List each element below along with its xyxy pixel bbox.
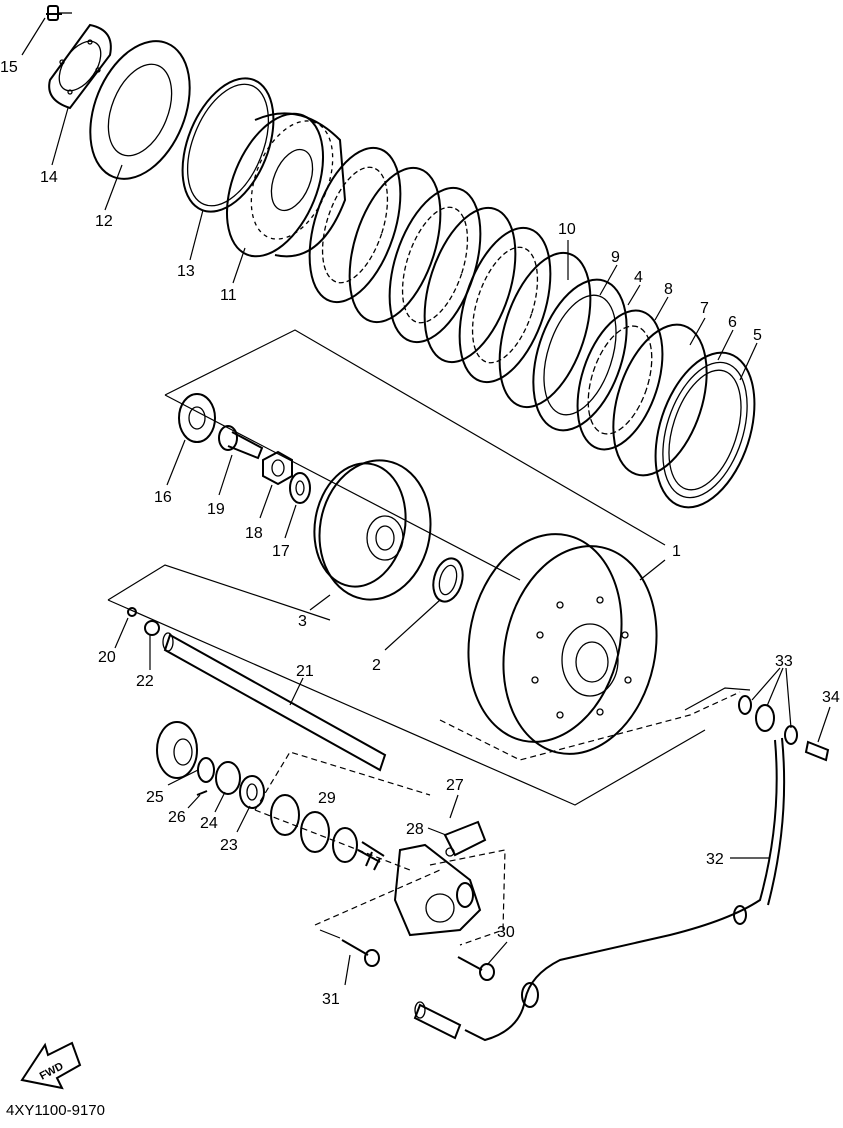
callout-24: 24 <box>200 815 218 832</box>
clutch-plate-stack <box>308 146 592 409</box>
callout-22: 22 <box>136 673 154 690</box>
callout-7: 7 <box>700 300 709 317</box>
callout-12: 12 <box>95 213 113 230</box>
boss-3 <box>313 459 432 601</box>
bolt-15 <box>46 5 72 21</box>
ball-22 <box>144 620 160 636</box>
callout-31: 31 <box>322 991 340 1008</box>
callout-9: 9 <box>611 249 620 266</box>
callout-labels: 1 2 3 4 5 6 7 8 9 10 11 12 13 14 15 16 1… <box>0 59 840 1008</box>
slave-cylinder-27 <box>393 843 482 937</box>
gasket-12 <box>89 40 191 180</box>
callout-11: 11 <box>220 287 237 304</box>
callout-29: 29 <box>318 790 336 807</box>
callout-27: 27 <box>446 777 464 794</box>
callout-20: 20 <box>98 649 116 666</box>
ring-13 <box>181 77 275 213</box>
plates-10-to-5 <box>532 278 756 509</box>
callout-21: 21 <box>296 663 314 680</box>
callout-32: 32 <box>706 851 724 868</box>
callout-5: 5 <box>753 327 762 344</box>
clutch-housing-1 <box>467 533 658 755</box>
bolt-31 <box>341 939 380 967</box>
callout-13: 13 <box>177 263 195 280</box>
callout-26: 26 <box>168 809 186 826</box>
callout-28: 28 <box>406 821 424 838</box>
callout-8: 8 <box>664 281 673 298</box>
plate-14 <box>48 23 112 110</box>
callout-6: 6 <box>728 314 737 331</box>
callout-4: 4 <box>634 269 643 286</box>
callout-34: 34 <box>822 689 840 706</box>
oring-26-24-23 <box>196 757 265 809</box>
bearing-16 <box>178 393 216 443</box>
callout-15: 15 <box>0 59 18 76</box>
fwd-arrow-icon: FWD <box>20 1041 82 1090</box>
washer-17 <box>289 472 311 504</box>
hose-32 <box>413 737 786 1042</box>
diagram-code: 4XY1100-9170 <box>6 1102 105 1119</box>
seal-25 <box>156 721 198 779</box>
callout-1: 1 <box>672 543 681 560</box>
bracket-28 <box>443 820 487 857</box>
callout-16: 16 <box>154 489 172 506</box>
assembly-guide-lines <box>107 329 751 946</box>
callout-19: 19 <box>207 501 225 518</box>
piston-kit-29 <box>270 794 385 871</box>
callout-33: 33 <box>775 653 793 670</box>
callout-30: 30 <box>497 924 515 941</box>
callout-10: 10 <box>558 221 576 238</box>
push-rod-21 <box>162 632 387 772</box>
nut-18 <box>262 450 293 486</box>
bolt-19 <box>218 425 264 460</box>
leader-lines <box>21 17 831 986</box>
bolt-34 <box>804 740 830 762</box>
bolt-30 <box>457 956 495 981</box>
oring-20 <box>127 607 137 617</box>
callout-2: 2 <box>372 657 381 674</box>
callout-25: 25 <box>146 789 164 806</box>
callout-23: 23 <box>220 837 238 854</box>
callout-17: 17 <box>272 543 290 560</box>
callout-18: 18 <box>245 525 263 542</box>
fwd-label: FWD <box>38 1060 66 1082</box>
callout-14: 14 <box>40 169 58 186</box>
callout-3: 3 <box>298 613 307 630</box>
clutch-cover-11 <box>225 112 347 258</box>
washer-2 <box>432 557 464 603</box>
